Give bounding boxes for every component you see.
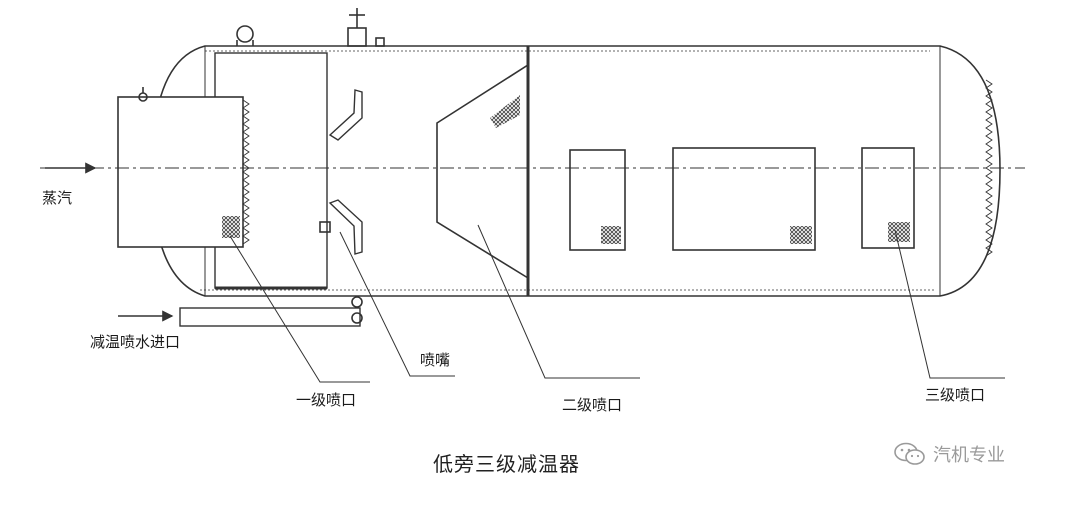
label-stage1-orifice: 一级喷口 — [296, 391, 357, 409]
stage3-window-1 — [569, 149, 626, 251]
stage1-box-right-hatch — [242, 99, 250, 245]
watermark-text: 汽机专业 — [933, 445, 1005, 466]
leader-stage1 — [229, 235, 370, 383]
stage1-box-port — [138, 87, 148, 102]
stage3-window-2 — [672, 147, 816, 251]
stage1-mesh — [222, 216, 240, 238]
stage3-mesh-2 — [790, 226, 812, 244]
vessel-shell — [151, 45, 1001, 297]
wechat-icon — [894, 442, 925, 465]
label-stage3-orifice: 三级喷口 — [925, 386, 986, 404]
spray-nozzle-upper — [328, 89, 363, 141]
stage3-window-3 — [861, 147, 915, 249]
top-nozzle-center — [347, 8, 385, 47]
stage2-mesh — [490, 95, 520, 128]
stage3-mesh-3 — [888, 222, 910, 242]
top-valve-left — [236, 25, 254, 46]
figure-caption: 低旁三级减温器 — [433, 452, 580, 476]
watermark: 汽机专业 — [893, 441, 1005, 467]
bottom-nozzle — [351, 296, 363, 324]
leader-stage2 — [477, 224, 640, 379]
label-spray-water-inlet: 减温喷水进口 — [90, 333, 181, 351]
stage2-cone — [436, 63, 529, 280]
leader-stage3 — [894, 229, 1005, 379]
leader-nozzle — [339, 231, 455, 377]
label-nozzle: 喷嘴 — [420, 351, 451, 369]
label-steam: 蒸汽 — [42, 189, 73, 207]
label-stage2-orifice: 二级喷口 — [562, 396, 623, 414]
stage3-mesh-1 — [601, 226, 621, 244]
nozzle-block — [319, 221, 331, 233]
spray-water-pipe — [179, 307, 361, 327]
spray-nozzle-lower — [328, 199, 363, 255]
